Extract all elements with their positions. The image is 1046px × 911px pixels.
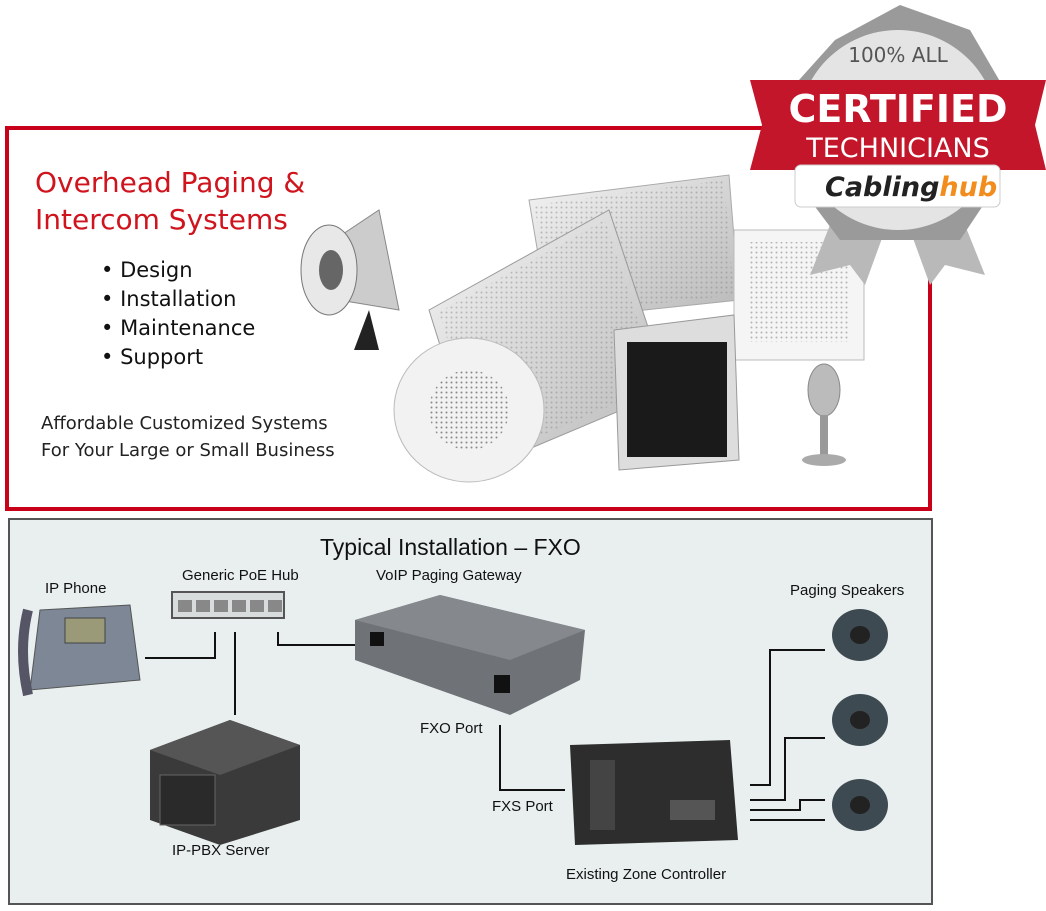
cables	[145, 632, 825, 821]
paging-gateway-icon	[355, 595, 585, 715]
tagline-line: Affordable Customized Systems	[41, 413, 328, 434]
ip-phone-label: IP Phone	[45, 580, 107, 597]
poe-hub-icon	[171, 591, 285, 619]
pbx-server-icon	[150, 720, 300, 845]
list-item: Installation	[101, 285, 255, 314]
paging-speaker-icon	[832, 609, 888, 831]
gateway-label: VoIP Paging Gateway	[376, 567, 522, 584]
certified-technicians-badge: 100% ALL CERTIFIED TECHNICIANS Cablinghu…	[750, 5, 1046, 285]
headline-line: Overhead Paging &	[35, 166, 306, 199]
diagram-devices	[18, 591, 888, 845]
fxs-port-label: FXS Port	[492, 798, 553, 815]
headline: Overhead Paging & Intercom Systems	[35, 164, 305, 238]
speakers-label: Paging Speakers	[790, 582, 905, 599]
badge-main-text: CERTIFIED	[788, 87, 1007, 131]
headline-line: Intercom Systems	[35, 203, 288, 236]
tagline-line: For Your Large or Small Business	[41, 440, 335, 461]
list-item: Maintenance	[101, 314, 255, 343]
installation-diagram: Typical Installation – FXO IP Phone Gene…	[8, 518, 933, 905]
fxo-port-label: FXO Port	[420, 720, 483, 737]
list-item: Support	[101, 343, 255, 372]
speaker-products-image	[300, 174, 865, 483]
tagline: Affordable Customized Systems For Your L…	[41, 410, 335, 464]
list-item: Design	[101, 256, 255, 285]
ip-phone-icon	[18, 604, 141, 697]
zone-controller-icon	[570, 740, 738, 845]
pbx-label: IP-PBX Server	[172, 842, 270, 859]
promo-banner: Overhead Paging & Intercom Systems Desig…	[5, 126, 932, 511]
zone-controller-label: Existing Zone Controller	[566, 866, 727, 883]
services-list: Design Installation Maintenance Support	[101, 256, 255, 372]
poe-hub-label: Generic PoE Hub	[182, 567, 299, 584]
cablinghub-logo: Cablinghub	[825, 172, 997, 203]
diagram-title: Typical Installation – FXO	[320, 534, 581, 560]
badge-top-text: 100% ALL	[848, 43, 948, 67]
badge-sub-text: TECHNICIANS	[805, 133, 990, 164]
